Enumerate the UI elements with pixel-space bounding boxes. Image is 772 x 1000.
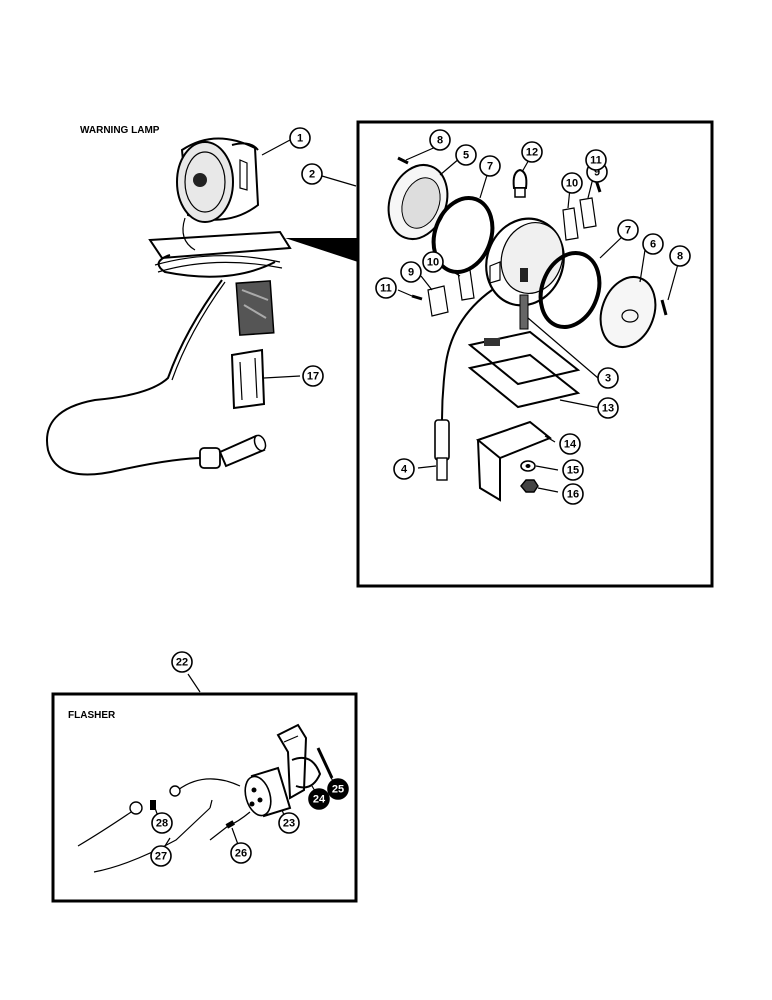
callout-circle xyxy=(151,812,173,834)
callout-circle xyxy=(521,141,543,163)
callout-circle xyxy=(561,172,583,194)
callout-number: 27 xyxy=(155,851,167,863)
flasher-assembly xyxy=(77,723,334,873)
leader-lines xyxy=(261,139,679,493)
callout-8: 8 xyxy=(669,245,691,267)
callout-10: 10 xyxy=(422,251,444,273)
callout-12: 12 xyxy=(521,141,543,163)
callout-1: 1 xyxy=(289,127,311,149)
callout-circle xyxy=(597,367,619,389)
callout-circle xyxy=(597,397,619,419)
flasher-box xyxy=(51,692,358,903)
callout-number: 12 xyxy=(526,147,538,159)
callout-number: 8 xyxy=(677,251,683,263)
callout-circle xyxy=(559,433,581,455)
callout-23: 23 xyxy=(278,812,300,834)
callout-circle xyxy=(669,245,691,267)
callout-17: 17 xyxy=(302,365,324,387)
callout-circle xyxy=(422,251,444,273)
callout-number: 17 xyxy=(307,371,319,383)
callout-15: 15 xyxy=(562,459,584,481)
callout-25: 25 xyxy=(327,778,349,800)
callout-11: 11 xyxy=(375,277,397,299)
callout-number: 5 xyxy=(463,150,469,162)
callout-number: 25 xyxy=(332,784,344,796)
callout-number: 8 xyxy=(437,135,443,147)
callout-number: 2 xyxy=(309,169,315,181)
callout-circle xyxy=(301,163,323,185)
callout-circle xyxy=(302,365,324,387)
callout-circle xyxy=(308,788,330,810)
callout-7: 7 xyxy=(617,219,639,241)
callout-6: 6 xyxy=(642,233,664,255)
callout-circle xyxy=(393,458,415,480)
callout-number: 6 xyxy=(650,239,656,251)
callout-11: 11 xyxy=(585,149,607,171)
callout-circle xyxy=(150,845,172,867)
callout-22: 22 xyxy=(171,651,193,673)
callout-number: 10 xyxy=(566,178,578,190)
warning-lamp-label: WARNING LAMP xyxy=(80,125,160,136)
callout-26: 26 xyxy=(230,842,252,864)
callout-circle xyxy=(171,651,193,673)
callout-24: 24 xyxy=(308,788,330,810)
callout-circle xyxy=(375,277,397,299)
callout-circle xyxy=(585,149,607,171)
callout-number: 15 xyxy=(567,465,579,477)
callout-16: 16 xyxy=(562,483,584,505)
callout-4: 4 xyxy=(393,458,415,480)
callout-9: 9 xyxy=(400,261,422,283)
callout-circle xyxy=(278,812,300,834)
callout-number: 23 xyxy=(283,818,295,830)
callout-number: 9 xyxy=(594,167,600,179)
callout-3: 3 xyxy=(597,367,619,389)
callout-27: 27 xyxy=(150,845,172,867)
warning-lamp-assembly xyxy=(46,137,358,476)
callout-number: 13 xyxy=(602,403,614,415)
callout-number: 16 xyxy=(567,489,579,501)
callout-number: 3 xyxy=(605,373,611,385)
callout-circle xyxy=(400,261,422,283)
callout-circle xyxy=(617,219,639,241)
callout-number: 22 xyxy=(176,657,188,669)
callout-circle xyxy=(429,129,451,151)
callout-number: 4 xyxy=(401,464,408,476)
callout-10: 10 xyxy=(561,172,583,194)
callout-circle xyxy=(230,842,252,864)
callout-number: 11 xyxy=(590,155,602,167)
callout-number: 26 xyxy=(235,848,247,860)
callout-circle xyxy=(455,144,477,166)
callout-2: 2 xyxy=(301,163,323,185)
callout-number: 1 xyxy=(297,133,303,145)
callout-number: 7 xyxy=(625,225,631,237)
callout-number: 14 xyxy=(564,439,577,451)
exploded-view-box xyxy=(356,120,714,588)
exploded-view xyxy=(387,156,668,502)
flasher-label: FLASHER xyxy=(68,710,116,721)
callout-8: 8 xyxy=(429,129,451,151)
callout-number: 11 xyxy=(380,283,392,295)
callout-number: 10 xyxy=(427,257,439,269)
callout-14: 14 xyxy=(559,433,581,455)
callout-7: 7 xyxy=(479,155,501,177)
callout-circle xyxy=(562,459,584,481)
callout-circle xyxy=(642,233,664,255)
callout-28: 28 xyxy=(151,812,173,834)
callout-number: 9 xyxy=(408,267,414,279)
callout-number: 28 xyxy=(156,818,168,830)
callout-circle xyxy=(562,483,584,505)
callout-13: 13 xyxy=(597,397,619,419)
callout-circle xyxy=(327,778,349,800)
callout-number: 24 xyxy=(313,794,326,806)
callout-circle xyxy=(289,127,311,149)
callout-5: 5 xyxy=(455,144,477,166)
callout-circle xyxy=(479,155,501,177)
callout-number: 7 xyxy=(487,161,493,173)
